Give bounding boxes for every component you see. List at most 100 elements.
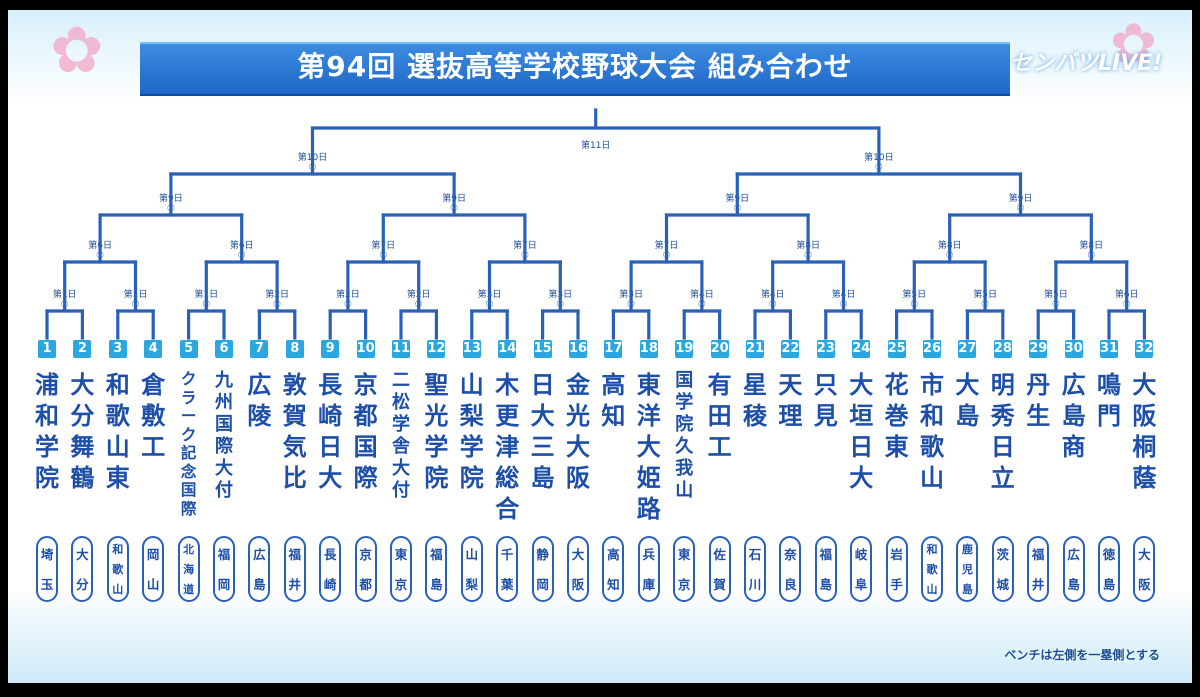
seed-number: 19 xyxy=(675,340,694,358)
team-name: 大阪桐蔭 xyxy=(1132,371,1157,492)
prefecture-badge: 福島 xyxy=(425,536,448,602)
title-banner xyxy=(140,42,1010,96)
prefecture-badge: 徳島 xyxy=(1098,536,1120,602)
seed-number: 15 xyxy=(533,340,552,358)
seed-number: 13 xyxy=(462,340,481,358)
team-name: 星稜 xyxy=(743,371,767,430)
prefecture-badge: 福岡 xyxy=(213,536,235,602)
team-name: 只見 xyxy=(813,371,838,430)
team-name: 金光大阪 xyxy=(566,371,590,492)
seed-number: 6 xyxy=(215,340,233,358)
seed-number: 5 xyxy=(179,340,198,358)
prefecture-badge: 和歌山 xyxy=(921,536,943,602)
team-name: 鳴門 xyxy=(1097,371,1121,430)
team-name: 大島 xyxy=(955,371,980,430)
team-name: 市和歌山 xyxy=(920,371,944,492)
team-name: 浦和学院 xyxy=(35,371,59,492)
seed-number: 20 xyxy=(710,340,729,358)
team-name: 二松学舎大付 xyxy=(392,370,410,501)
prefecture-badge: 大分 xyxy=(71,536,94,602)
prefecture-badge: 埼玉 xyxy=(36,536,58,602)
prefecture-badge: 広島 xyxy=(1062,536,1085,602)
prefecture-badge: 福井 xyxy=(1027,536,1050,602)
prefecture-badge: 鹿児島 xyxy=(956,536,979,602)
prefecture-badge: 広島 xyxy=(248,536,271,602)
team-name: 大垣日大 xyxy=(849,371,874,492)
team-name: 国学院久我山 xyxy=(675,370,694,501)
prefecture-badge: 和歌山 xyxy=(106,536,129,602)
prefecture-badge: 岩手 xyxy=(885,536,908,602)
seed-number: 32 xyxy=(1135,340,1154,358)
team-name: 広島商 xyxy=(1061,371,1086,461)
prefecture-badge: 京都 xyxy=(354,536,377,602)
prefecture-badge: 高知 xyxy=(602,536,625,602)
team-name: 九州国際大付 xyxy=(215,370,233,501)
page-title: 第94回 選抜高等学校野球大会 組み合わせ xyxy=(297,50,853,83)
final-day-label: 第11日 xyxy=(581,139,610,151)
seed-number: 12 xyxy=(427,340,446,358)
seed-number: 8 xyxy=(285,340,304,358)
team-name: 聖光学院 xyxy=(424,371,449,492)
prefecture-badge: 福井 xyxy=(283,536,306,602)
prefecture-badge: 兵庫 xyxy=(637,536,660,602)
prefecture-badge: 静岡 xyxy=(531,536,554,602)
seed-number: 7 xyxy=(250,340,269,358)
seed-number: 3 xyxy=(108,340,127,358)
team-name: 日大三島 xyxy=(530,371,555,492)
seed-number: 29 xyxy=(1029,340,1048,358)
seed-number: 21 xyxy=(746,340,765,358)
prefecture-badge: 東京 xyxy=(390,536,412,602)
team-name: 有田工 xyxy=(707,371,732,461)
team-name: 丹生 xyxy=(1026,371,1051,430)
seed-number: 14 xyxy=(498,340,517,358)
seed-number: 25 xyxy=(887,340,906,358)
cherry-blossom-icon: ✿ xyxy=(1110,12,1157,77)
seed-number: 28 xyxy=(993,340,1012,358)
prefecture-badge: 岐阜 xyxy=(850,536,873,602)
seed-number: 2 xyxy=(73,340,92,358)
bench-note: ベンチは左側を一塁側とする xyxy=(1004,648,1160,662)
prefecture-badge: 福島 xyxy=(814,536,837,602)
prefecture-badge: 茨城 xyxy=(991,536,1014,602)
seed-number: 22 xyxy=(781,340,800,358)
prefecture-badge: 千葉 xyxy=(496,536,519,602)
seed-number: 18 xyxy=(639,340,658,358)
team-name: 東洋大姫路 xyxy=(636,371,661,523)
seed-number: 10 xyxy=(356,340,375,358)
seed-number: 27 xyxy=(958,340,977,358)
team-name: 天理 xyxy=(778,371,803,430)
team-name: 高知 xyxy=(601,371,626,430)
cherry-blossom-icon: ✿ xyxy=(50,14,104,88)
team-name: 明秀日立 xyxy=(990,371,1015,492)
team-name: 和歌山東 xyxy=(105,371,130,492)
prefecture-badge: 奈良 xyxy=(779,536,802,602)
team-name: 京都国際 xyxy=(353,371,378,492)
prefecture-badge: 北海道 xyxy=(177,536,200,602)
seed-number: 9 xyxy=(321,340,340,358)
team-name: 広陵 xyxy=(247,371,272,430)
seed-number: 23 xyxy=(816,340,835,358)
team-name: 木更津総合 xyxy=(495,371,520,523)
team-name: クラーク記念国際 xyxy=(180,370,197,518)
prefecture-badge: 佐賀 xyxy=(708,536,731,602)
prefecture-badge: 大阪 xyxy=(567,536,589,602)
prefecture-badge: 岡山 xyxy=(142,536,165,602)
seed-number: 30 xyxy=(1064,340,1083,358)
team-name: 倉敷工 xyxy=(141,371,166,461)
seed-number: 16 xyxy=(569,340,588,358)
team-name: 花巻東 xyxy=(884,371,909,461)
seed-number: 31 xyxy=(1100,340,1119,358)
seed-number: 1 xyxy=(38,340,56,358)
seed-number: 11 xyxy=(392,340,411,358)
seed-number: 26 xyxy=(923,340,942,358)
seed-number: 17 xyxy=(604,340,623,358)
team-name: 山梨学院 xyxy=(459,371,484,492)
team-name: 長崎日大 xyxy=(318,371,343,492)
seed-number: 24 xyxy=(852,340,871,358)
prefecture-badge: 東京 xyxy=(673,536,696,602)
broadcast-logo: センバツLIVE! xyxy=(1010,51,1163,76)
prefecture-badge: 山梨 xyxy=(460,536,483,602)
seed-number: 4 xyxy=(144,340,163,358)
